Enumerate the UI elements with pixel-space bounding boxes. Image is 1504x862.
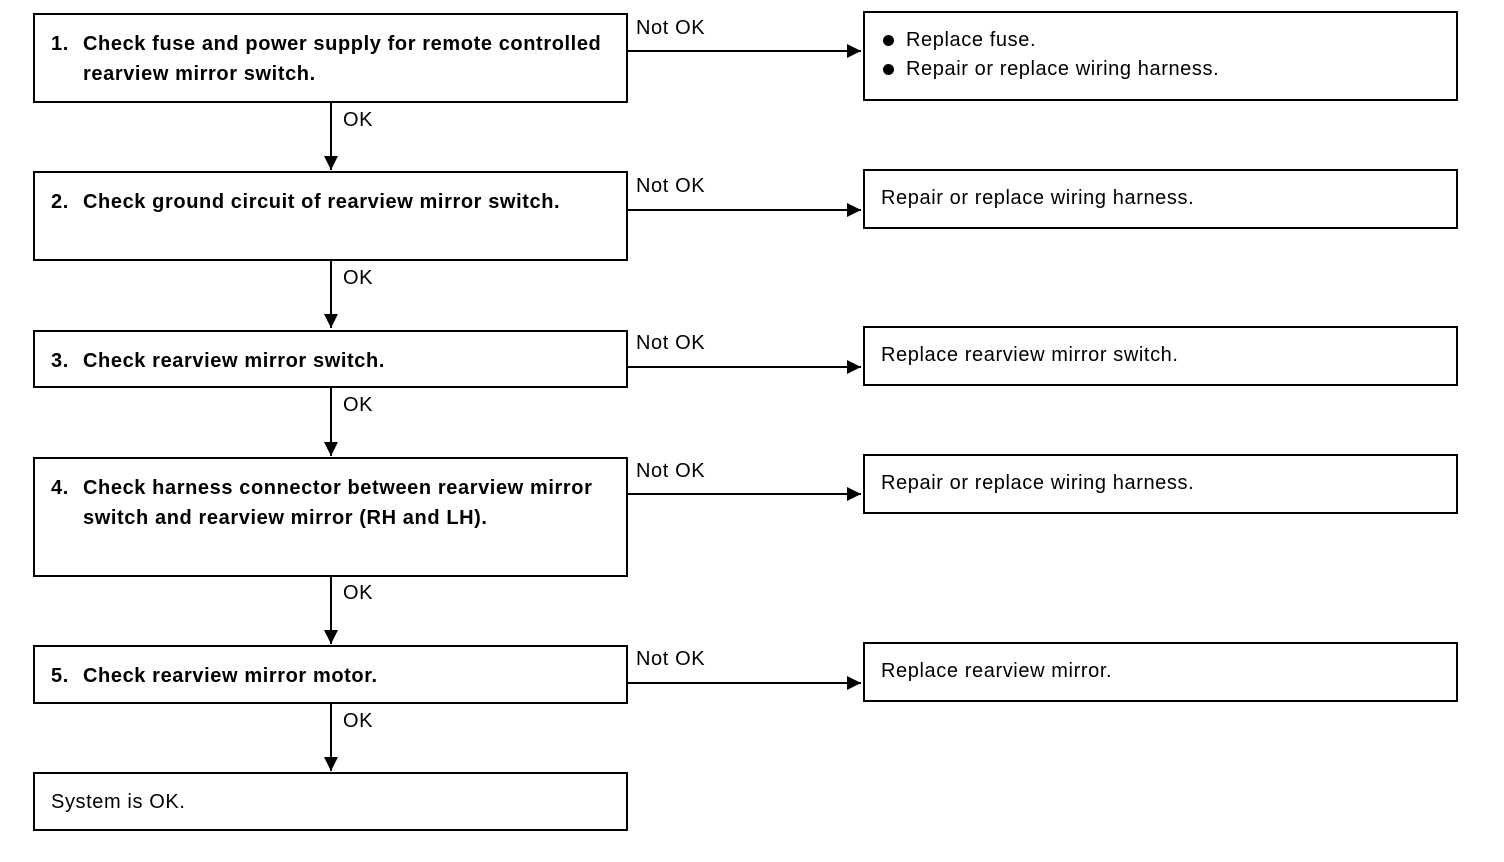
result-text: Replace rearview mirror switch. <box>881 344 1179 366</box>
result-box-1: Replace fuse. Repair or replace wiring h… <box>863 11 1458 101</box>
result-bullet-text: Repair or replace wiring harness. <box>906 58 1220 80</box>
result-text: Replace rearview mirror. <box>881 660 1113 682</box>
step-number: 4. <box>51 477 69 499</box>
step-text: Check harness connector between rearview… <box>83 477 593 529</box>
step-number: 1. <box>51 33 69 55</box>
ok-label: OK <box>343 582 374 604</box>
step-box-4: 4. Check harness connector between rearv… <box>33 457 628 577</box>
not-ok-label: Not OK <box>636 332 706 354</box>
ok-label: OK <box>343 267 374 289</box>
not-ok-label: Not OK <box>636 175 706 197</box>
result-box-4: Repair or replace wiring harness. <box>863 454 1458 514</box>
result-text: Repair or replace wiring harness. <box>881 472 1195 494</box>
result-box-3: Replace rearview mirror switch. <box>863 326 1458 386</box>
result-box-2: Repair or replace wiring harness. <box>863 169 1458 229</box>
step-number: 3. <box>51 350 69 372</box>
result-bullet-row: Repair or replace wiring harness. <box>881 55 1440 84</box>
step-text: Check rearview mirror motor. <box>83 665 378 687</box>
result-bullet-row: Replace fuse. <box>881 26 1440 55</box>
step-number: 5. <box>51 665 69 687</box>
step-box-3: 3. Check rearview mirror switch. <box>33 330 628 388</box>
result-text: Repair or replace wiring harness. <box>881 187 1195 209</box>
bullet-icon <box>883 64 894 75</box>
step-box-1: 1. Check fuse and power supply for remot… <box>33 13 628 103</box>
ok-label: OK <box>343 394 374 416</box>
step-box-5: 5. Check rearview mirror motor. <box>33 645 628 704</box>
result-box-5: Replace rearview mirror. <box>863 642 1458 702</box>
step-text: Check ground circuit of rearview mirror … <box>83 191 561 213</box>
step-text: Check fuse and power supply for remote c… <box>83 33 602 85</box>
step-box-2: 2. Check ground circuit of rearview mirr… <box>33 171 628 261</box>
step-text: Check rearview mirror switch. <box>83 350 385 372</box>
step-number: 2. <box>51 191 69 213</box>
not-ok-label: Not OK <box>636 17 706 39</box>
final-box: System is OK. <box>33 772 628 831</box>
final-text: System is OK. <box>51 791 186 813</box>
ok-label: OK <box>343 109 374 131</box>
not-ok-label: Not OK <box>636 648 706 670</box>
ok-label: OK <box>343 710 374 732</box>
bullet-icon <box>883 35 894 46</box>
not-ok-label: Not OK <box>636 460 706 482</box>
result-bullet-text: Replace fuse. <box>906 29 1037 51</box>
